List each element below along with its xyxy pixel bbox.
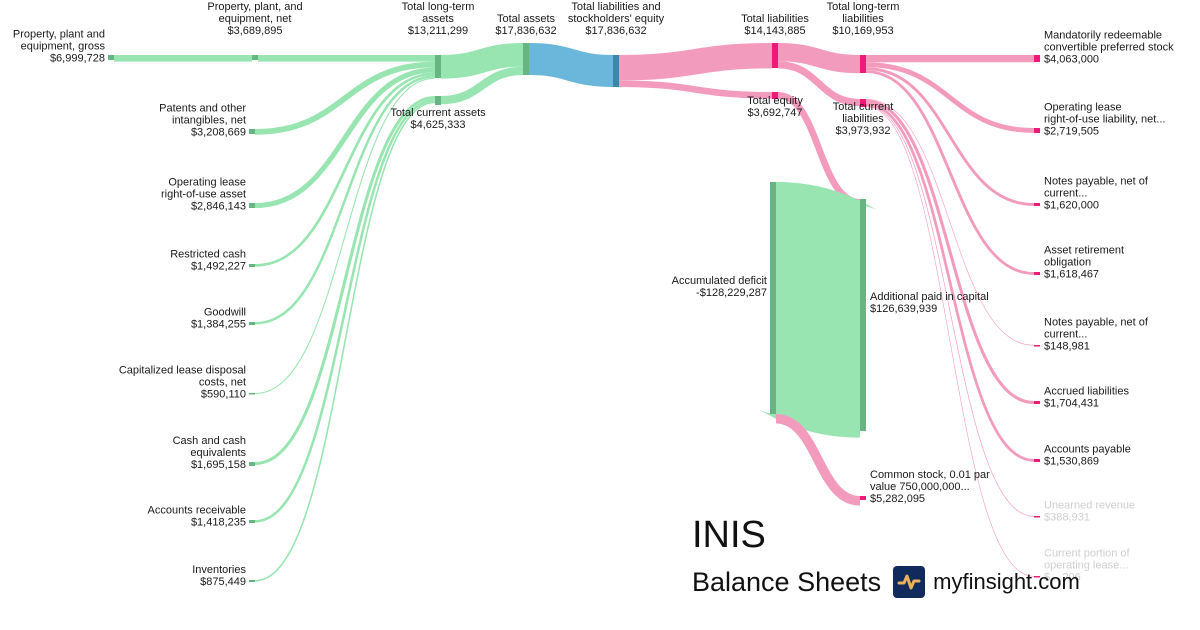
label-inventories: Inventories$875,449 bbox=[192, 564, 246, 588]
node-cap_lease bbox=[249, 393, 255, 395]
node-cur_op_lease bbox=[1034, 576, 1040, 578]
label-total_cur_assets: Total current assets$4,625,333 bbox=[390, 107, 486, 131]
node-op_lease_liab bbox=[1034, 128, 1040, 133]
node-op_lease_asset bbox=[249, 203, 255, 208]
node-total_le bbox=[613, 55, 619, 87]
link-ar-to-total_cur_assets bbox=[254, 99, 436, 523]
chart-subtitle-row: Balance Sheets myfinsight.com bbox=[692, 566, 1080, 598]
link-accum_deficit-to-apic bbox=[755, 182, 881, 438]
link-total_cur_liab-to-cur_op_lease bbox=[865, 106, 1035, 577]
label-total_assets: Total assets$17,836,632 bbox=[495, 13, 556, 37]
label-ar: Accounts receivable$1,418,235 bbox=[148, 505, 246, 529]
link-inventories-to-total_cur_assets bbox=[254, 101, 436, 582]
link-total_lt_assets-to-total_assets bbox=[440, 42, 524, 79]
label-accum_deficit: Accumulated deficit-$128,229,287 bbox=[672, 275, 767, 299]
link-total_liab-to-total_lt_liab bbox=[777, 43, 861, 74]
link-total_lt_liab-to-aro bbox=[865, 70, 1035, 275]
link-total_cur_liab-to-accrued bbox=[865, 99, 1035, 405]
node-goodwill bbox=[249, 322, 255, 325]
label-apic: Additional paid in capital$126,639,939 bbox=[870, 291, 989, 315]
link-total_liab-to-total_cur_liab bbox=[777, 61, 861, 107]
node-total_liab bbox=[772, 43, 778, 68]
link-goodwill-to-total_lt_assets bbox=[254, 75, 436, 325]
link-total_cur_liab-to-notes_cur bbox=[865, 99, 1035, 346]
node-inventories bbox=[249, 580, 255, 582]
label-accrued: Accrued liabilities$1,704,431 bbox=[1044, 386, 1129, 410]
node-apic bbox=[860, 199, 866, 431]
node-notes_lt bbox=[1034, 203, 1040, 206]
link-total_lt_liab-to-op_lease_liab bbox=[865, 62, 1035, 133]
link-total_assets-to-total_le bbox=[528, 43, 614, 87]
link-total_le-to-total_liab bbox=[618, 43, 773, 81]
pulse-line-icon bbox=[893, 566, 926, 598]
node-mrcps bbox=[1034, 55, 1040, 62]
node-common_stock bbox=[860, 496, 866, 500]
label-goodwill: Goodwill$1,384,255 bbox=[191, 307, 246, 331]
link-total_cur_assets-to-total_assets bbox=[440, 66, 524, 105]
link-accum_deficit-to-common_stock bbox=[775, 413, 861, 506]
node-cash bbox=[249, 462, 255, 466]
link-restricted_cash-to-total_lt_assets bbox=[254, 72, 436, 267]
link-cash-to-total_cur_assets bbox=[254, 96, 436, 466]
label-unearned: Unearned revenue$388,931 bbox=[1044, 500, 1135, 524]
link-total_cur_liab-to-unearned bbox=[865, 105, 1035, 517]
link-total_cur_liab-to-ap bbox=[865, 102, 1035, 462]
chart-subtitle: Balance Sheets bbox=[692, 566, 882, 597]
label-ap: Accounts payable$1,530,869 bbox=[1044, 444, 1131, 468]
node-patents bbox=[249, 129, 255, 134]
node-aro bbox=[1034, 272, 1040, 275]
label-total_equity: Total equity$3,692,747 bbox=[747, 95, 803, 119]
company-ticker: INIS bbox=[692, 514, 766, 556]
label-total_liab: Total liabilities$14,143,885 bbox=[741, 13, 809, 37]
node-ar bbox=[249, 520, 255, 523]
node-accrued bbox=[1034, 401, 1040, 404]
node-total_cur_assets bbox=[435, 96, 441, 105]
link-total_le-to-total_equity bbox=[618, 80, 773, 99]
node-accum_deficit bbox=[770, 182, 776, 414]
link-op_lease_asset-to-total_lt_assets bbox=[254, 67, 436, 209]
label-restricted_cash: Restricted cash$1,492,227 bbox=[170, 249, 246, 273]
node-total_assets bbox=[523, 43, 529, 75]
node-total_lt_liab bbox=[860, 55, 866, 73]
node-ppe_net bbox=[252, 55, 258, 60]
link-total_lt_liab-to-notes_lt bbox=[865, 67, 1035, 206]
node-total_equity bbox=[772, 92, 778, 99]
link-cap_lease-to-total_lt_assets bbox=[254, 77, 436, 395]
link-patents-to-total_lt_assets bbox=[254, 61, 436, 135]
brand-link[interactable]: myfinsight.com bbox=[933, 569, 1080, 594]
node-ap bbox=[1034, 459, 1040, 462]
node-notes_cur bbox=[1034, 345, 1040, 347]
node-restricted_cash bbox=[249, 264, 255, 267]
node-ppe_gross bbox=[108, 55, 114, 60]
node-total_cur_liab bbox=[860, 99, 866, 107]
node-unearned bbox=[1034, 516, 1040, 518]
node-total_lt_assets bbox=[435, 55, 441, 78]
